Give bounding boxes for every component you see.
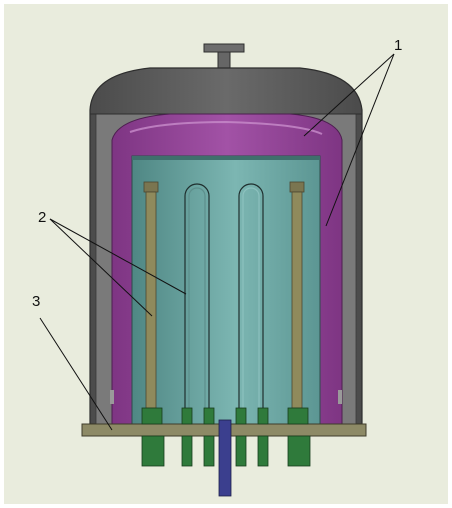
center-shaft [218, 419, 232, 497]
callout-label-1: 1 [394, 37, 402, 54]
right-rod [289, 181, 305, 409]
magenta-liner-highlight [129, 120, 323, 135]
shell-brackets [110, 390, 342, 404]
heating-element-left [184, 183, 210, 408]
inner-chamber-top [132, 156, 320, 160]
lower-connectors [141, 435, 311, 467]
upper-connectors [141, 407, 309, 425]
callout-label-3: 3 [32, 293, 40, 310]
heating-element-right [238, 183, 264, 408]
left-rod [143, 181, 159, 409]
leader-lines [39, 53, 395, 431]
top-vent-fitting [203, 43, 245, 71]
callout-label-2: 2 [38, 209, 46, 226]
